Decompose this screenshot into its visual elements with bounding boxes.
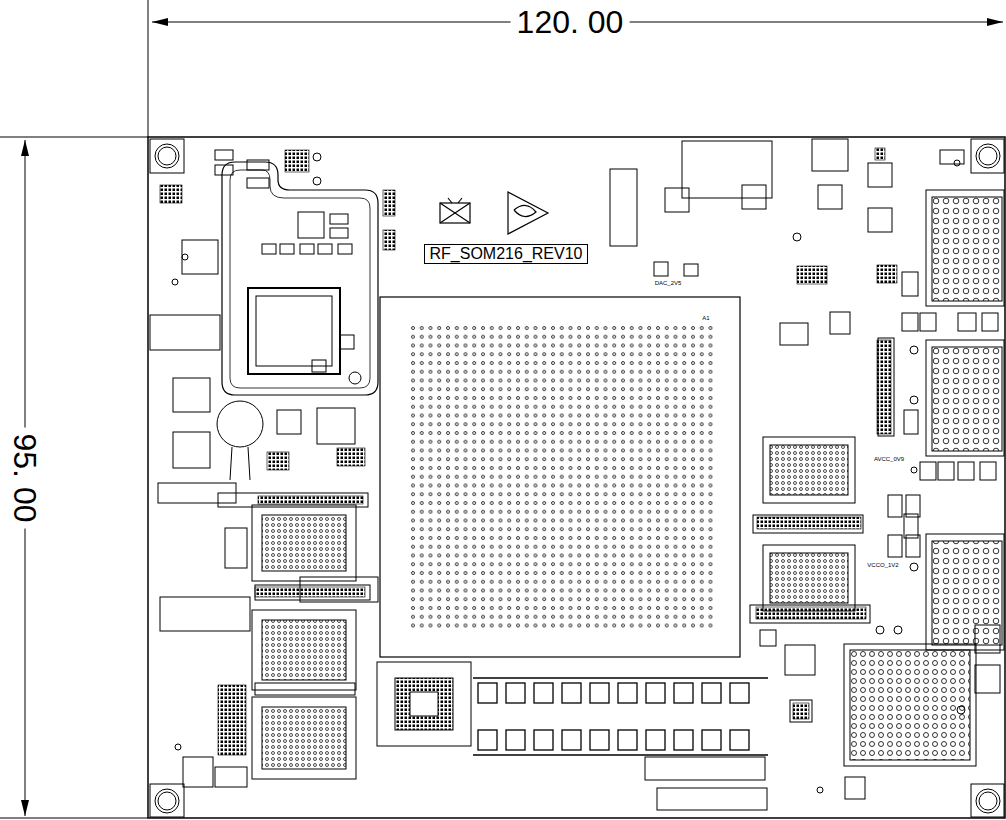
silkscreen-label: AVCC_0V9 xyxy=(874,456,904,462)
silkscreen-label: DAC_2V5 xyxy=(655,280,682,286)
silkscreen-text: RF_SOM216_REV10 xyxy=(430,246,583,262)
dimension-text: 95. 00 xyxy=(9,428,41,529)
silkscreen-label: A1 xyxy=(702,315,709,321)
silkscreen-label: VCCO_1V2 xyxy=(867,562,898,568)
board-name-box: RF_SOM216_REV10 xyxy=(424,244,588,264)
dimension-text: 120. 00 xyxy=(511,6,630,38)
